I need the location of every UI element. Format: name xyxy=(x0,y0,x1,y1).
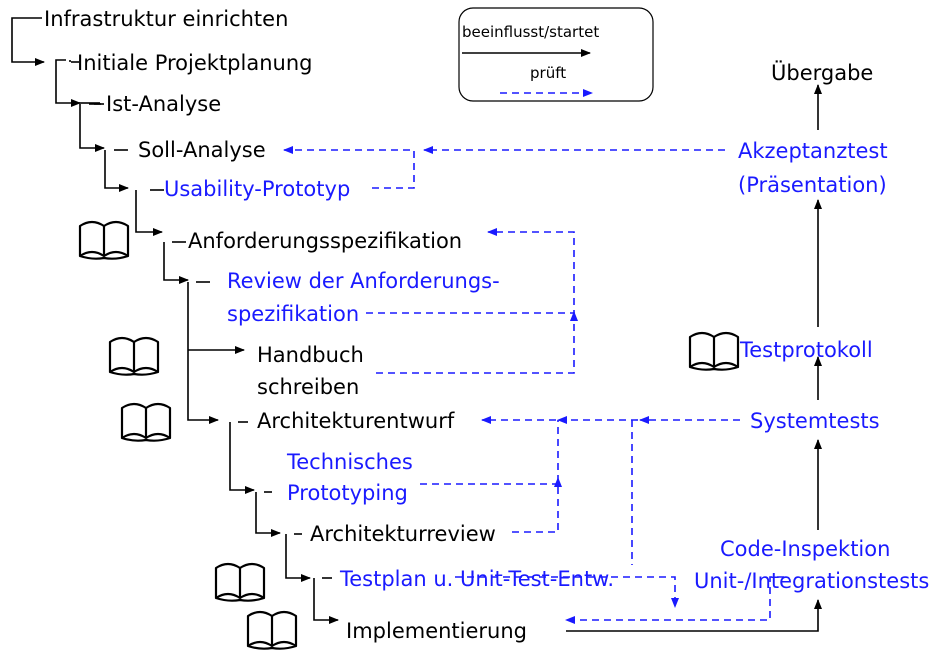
book-icon xyxy=(246,610,298,650)
node-akzeptanztest-line2: (Präsentation) xyxy=(738,173,887,197)
node-labels: Infrastruktur einrichten Initiale Projek… xyxy=(44,7,929,643)
node-review-anforderungsspezifikation-line2: spezifikation xyxy=(227,302,359,326)
legend-checks-label: prüft xyxy=(530,64,566,82)
node-architekturentwurf: Architekturentwurf xyxy=(257,409,455,433)
book-icon xyxy=(78,220,130,260)
review-connectors xyxy=(283,146,784,624)
node-uebergabe: Übergabe xyxy=(771,60,873,85)
book-icon xyxy=(688,331,740,371)
node-systemtests: Systemtests xyxy=(750,409,880,433)
book-icon xyxy=(120,402,172,442)
node-ist-analyse: Ist-Analyse xyxy=(106,92,221,116)
legend: beeinflusst/startet prüft xyxy=(458,7,654,102)
node-implementierung: Implementierung xyxy=(346,619,527,643)
node-handbuch-line1: Handbuch xyxy=(257,343,364,367)
node-soll-analyse: Soll-Analyse xyxy=(138,138,266,162)
node-testplan: Testplan u. Unit-Test-Entw. xyxy=(339,567,614,591)
node-code-inspektion: Code-Inspektion xyxy=(720,537,890,561)
node-infrastruktur-einrichten: Infrastruktur einrichten xyxy=(44,7,288,31)
node-technisches-prototyping-line2: Prototyping xyxy=(287,481,408,505)
legend-influences-label: beeinflusst/startet xyxy=(462,23,599,41)
node-initiale-projektplanung: Initiale Projektplanung xyxy=(77,51,312,75)
legend-box xyxy=(458,7,654,102)
node-architekturreview: Architekturreview xyxy=(310,522,496,546)
node-review-anforderungsspezifikation-line1: Review der Anforderungs- xyxy=(227,269,500,293)
book-icon xyxy=(108,336,160,376)
node-handbuch-line2: schreiben xyxy=(257,375,359,399)
node-testprotokoll: Testprotokoll xyxy=(739,338,873,362)
right-column-connectors xyxy=(566,84,822,632)
node-anforderungsspezifikation: Anforderungsspezifikation xyxy=(188,229,462,253)
node-usability-prototyp: Usability-Prototyp xyxy=(164,177,350,201)
node-technisches-prototyping-line1: Technisches xyxy=(286,450,413,474)
book-icon xyxy=(214,562,266,602)
node-unit-integrationstests: Unit-/Integrationstests xyxy=(694,569,929,593)
staircase-connectors xyxy=(11,17,339,624)
node-akzeptanztest-line1: Akzeptanztest xyxy=(738,139,888,163)
